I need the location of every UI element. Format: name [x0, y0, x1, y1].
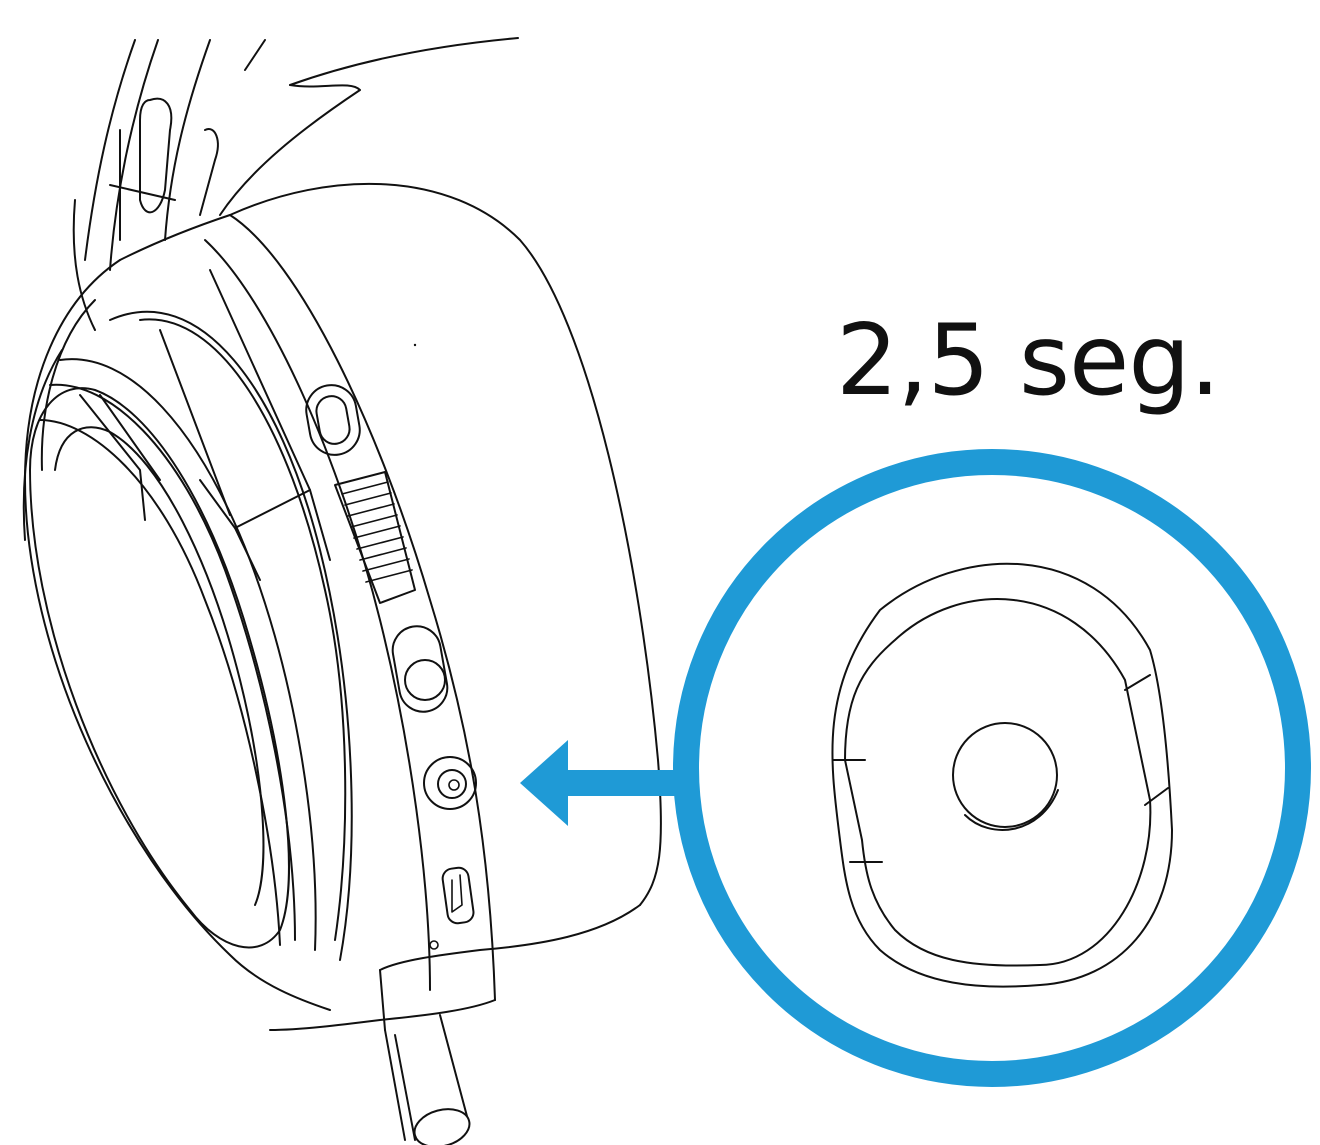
headband [72, 37, 519, 331]
zoom-callout [673, 449, 1311, 1087]
arrow-left-icon [520, 740, 675, 826]
boom-mic [384, 1014, 471, 1145]
duration-label: 2,5 seg. [836, 304, 1221, 418]
ear-cup [22, 182, 662, 1031]
controls [305, 343, 477, 950]
